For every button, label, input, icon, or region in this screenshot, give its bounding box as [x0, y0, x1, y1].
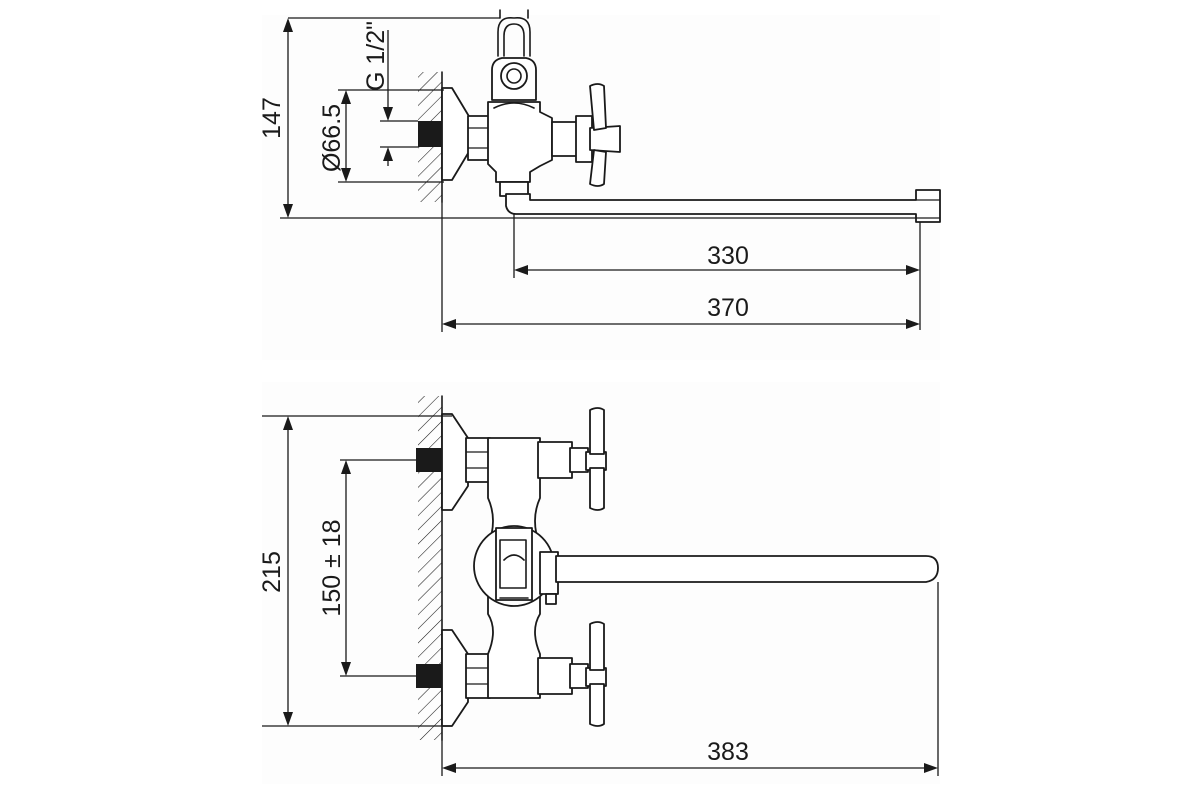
- wall-connection-block-upper: [416, 448, 442, 472]
- spout-connector: [539, 551, 559, 595]
- wall-connection-block-top: [418, 121, 442, 147]
- dim-thread: G 1/2": [362, 21, 418, 166]
- dim-total-383: 383: [441, 582, 939, 776]
- cross-handle-lower: [537, 621, 607, 727]
- top-view: 147 Ø66.5 G 1/2" 330: [258, 9, 941, 332]
- dim-center-distance: 150 ± 18: [318, 459, 416, 677]
- dim-height-215: 215: [258, 415, 452, 727]
- flange-upper: [441, 413, 469, 511]
- spout-top: [505, 189, 941, 223]
- dim-label-330: 330: [707, 242, 749, 270]
- dim-label-383: 383: [707, 738, 749, 766]
- hex-nut-lower: [465, 653, 491, 699]
- dim-label-150: 150 ± 18: [318, 519, 346, 616]
- dim-spout-330: 330: [513, 214, 921, 330]
- dim-height-147: 147: [258, 17, 940, 219]
- wall-connection-block-lower: [416, 664, 442, 688]
- spout-front: [555, 555, 939, 583]
- dim-total-370: 370: [441, 202, 920, 332]
- hex-nut-top: [467, 115, 491, 161]
- cross-handle-top: [551, 83, 621, 187]
- front-view: 215 150 ± 18 383: [258, 395, 939, 776]
- hex-nut-upper: [465, 437, 491, 483]
- dim-diameter: Ø66.5: [318, 89, 444, 183]
- shower-holder-top: [491, 9, 537, 101]
- dim-label-thread: G 1/2": [362, 21, 390, 91]
- mixer-body-top: [487, 101, 553, 183]
- diverter-hub: [473, 525, 555, 607]
- dim-label-370: 370: [707, 294, 749, 322]
- cross-handle-upper: [537, 407, 607, 511]
- top-view-panel: [262, 15, 940, 360]
- dim-label-215: 215: [258, 551, 286, 593]
- dim-label-147: 147: [258, 97, 286, 139]
- dim-label-diameter: Ø66.5: [318, 104, 346, 172]
- diverter-knob: [545, 593, 557, 605]
- wall-hatch-front: [418, 395, 443, 741]
